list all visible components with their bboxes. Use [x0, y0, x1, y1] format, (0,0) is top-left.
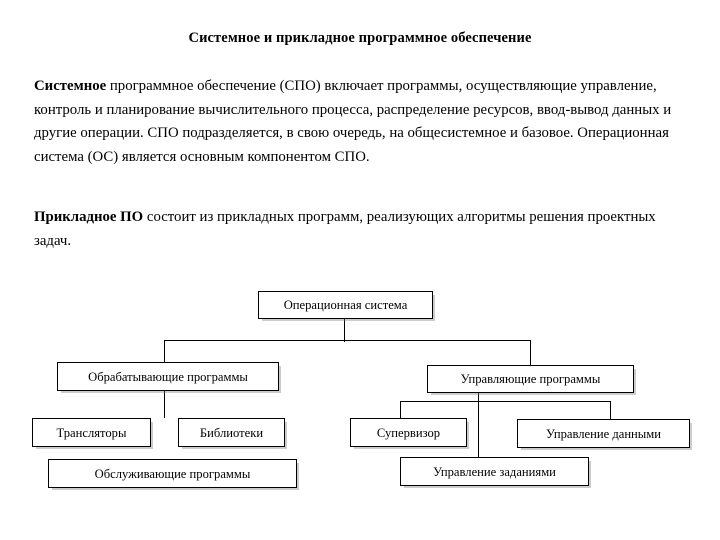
connector-control-to-data-mgmt	[610, 401, 612, 419]
connector-control-to-job-mgmt	[478, 392, 480, 457]
node-translators[interactable]: Трансляторы	[32, 418, 151, 447]
paragraph-application-software: Прикладное ПО состоит из прикладных прог…	[34, 206, 694, 253]
node-libraries[interactable]: Библиотеки	[178, 418, 285, 447]
connector-os-to-processing	[164, 340, 166, 362]
node-supervisor[interactable]: Супервизор	[350, 418, 467, 447]
connector-os-to-control	[530, 340, 532, 365]
node-data-management[interactable]: Управление данными	[517, 419, 690, 448]
node-operating-system[interactable]: Операционная система	[258, 291, 433, 319]
node-processing-programs[interactable]: Обрабатывающие программы	[57, 362, 279, 391]
paragraph-body-application: состоит из прикладных программ, реализую…	[34, 209, 656, 249]
page-title: Системное и прикладное программное обесп…	[188, 30, 532, 46]
connector-os-stem	[344, 318, 346, 342]
connector-os-bus	[164, 340, 531, 342]
connector-control-to-supervisor	[400, 401, 402, 418]
connector-processing-to-translators	[164, 390, 166, 418]
node-job-management[interactable]: Управление заданиями	[400, 457, 589, 486]
node-control-programs[interactable]: Управляющие программы	[427, 365, 634, 393]
paragraph-system-software: Системное программное обеспечение (СПО) …	[34, 75, 694, 169]
paragraph-lead-application: Прикладное ПО	[34, 209, 144, 225]
connector-control-bus	[400, 401, 611, 403]
paragraph-body-system: программное обеспечение (СПО) включает п…	[34, 78, 672, 165]
paragraph-lead-system: Системное	[34, 78, 107, 94]
node-service-programs[interactable]: Обслуживающие программы	[48, 459, 297, 488]
